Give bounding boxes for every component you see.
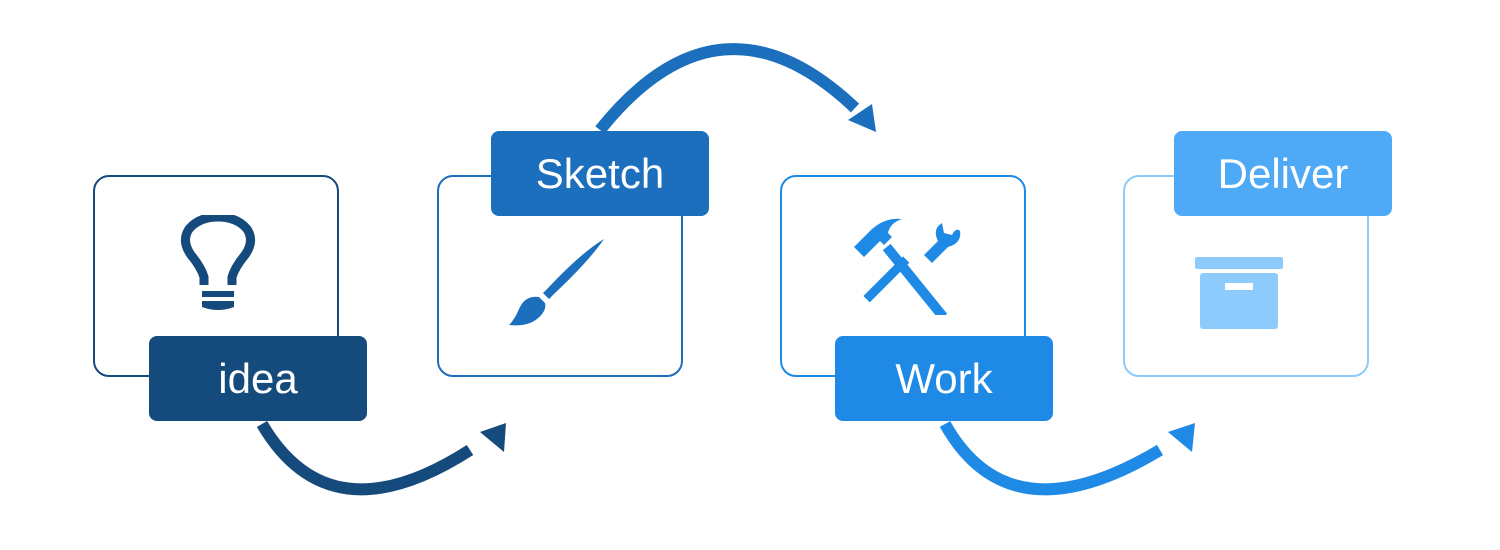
archive-box-icon — [1195, 257, 1283, 329]
arrow-work-to-deliver — [939, 421, 1195, 496]
sketch-label: Sketch — [491, 131, 709, 216]
work-label: Work — [835, 336, 1053, 421]
paintbrush-icon — [509, 239, 604, 326]
hammer-wrench-icon — [854, 218, 961, 315]
arrow-idea-to-sketch — [256, 420, 506, 496]
arrow-sketch-to-work — [595, 43, 876, 134]
lightbulb-icon — [181, 215, 255, 310]
idea-label: idea — [149, 336, 367, 421]
deliver-label: Deliver — [1174, 131, 1392, 216]
